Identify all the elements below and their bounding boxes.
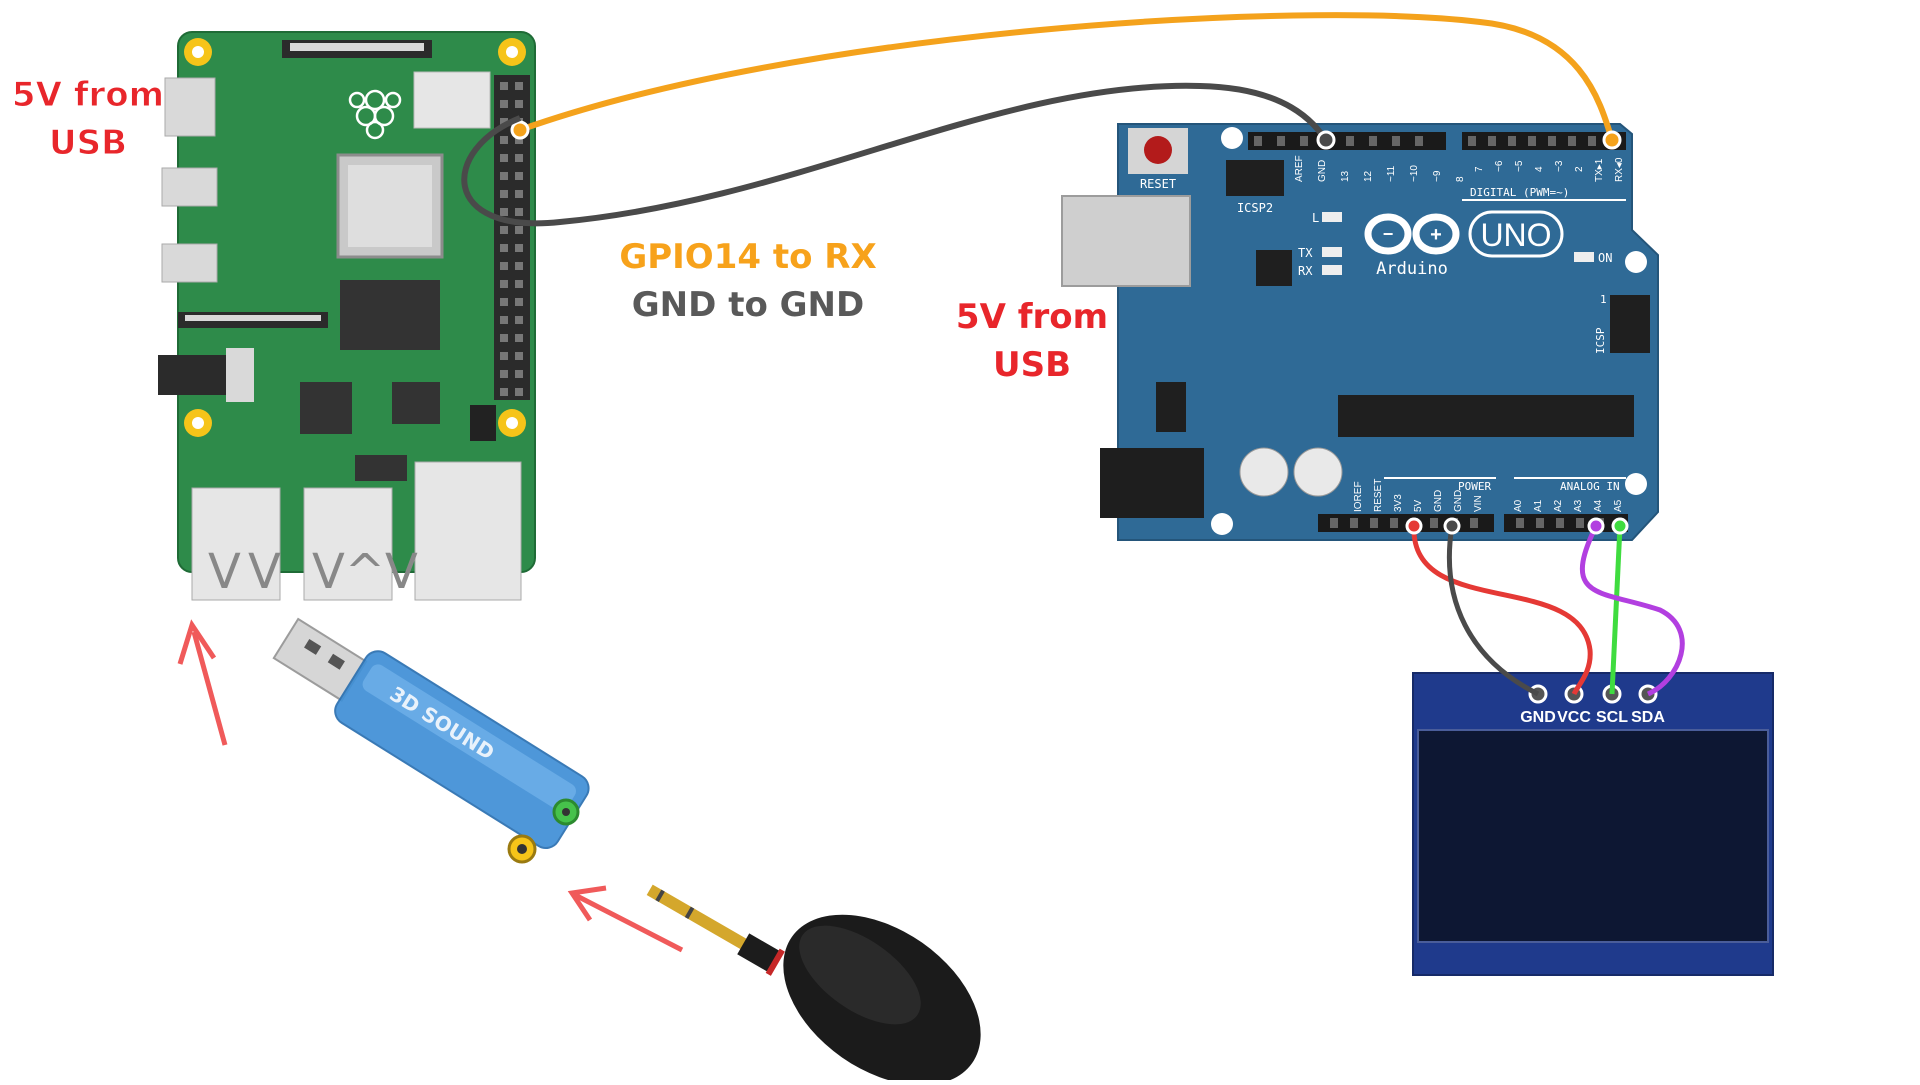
arduino-logo-icon xyxy=(1364,213,1460,255)
pin-label-reset: RESET xyxy=(1373,479,1384,512)
arrow-into-raspberry-pi-icon xyxy=(177,619,228,746)
wire-gnd-to-oled-gnd xyxy=(1443,517,1540,697)
uart-connection-label: GPIO14 to RX GND to GND xyxy=(619,237,876,325)
arduino-uno-board: RESET ICSP2 AREF GND 13 12 ~11 ~10 ~9 8 … xyxy=(1061,123,1659,541)
pin-label-11: ~11 xyxy=(1386,165,1397,182)
icsp-pin1-label: 1 xyxy=(1600,293,1607,306)
uno-logo-text: UNO xyxy=(1480,217,1551,253)
arduino-power-label-line2: USB xyxy=(993,345,1071,385)
rpi-power-label: 5V from USB xyxy=(11,75,164,164)
pin-label-a0: A0 xyxy=(1513,499,1524,512)
raspberry-pi-board: V V V^V xyxy=(158,31,536,601)
oled-pin-sda: SDA xyxy=(1631,709,1665,726)
power-header-label: POWER xyxy=(1458,480,1491,493)
pin-label-vin: VIN xyxy=(1473,495,1484,512)
pin-label-a1: A1 xyxy=(1533,499,1544,512)
microphone xyxy=(646,884,981,1085)
svg-text:V: V xyxy=(248,544,281,600)
led-rx-label: RX xyxy=(1298,264,1313,278)
wire-gpio14-to-rx xyxy=(510,12,1622,150)
pin-label-rx0: RX◂0 xyxy=(1614,157,1625,182)
pin-label-gnd-2: GND xyxy=(1453,490,1464,512)
oled-display-module: GND VCC SCL SDA xyxy=(1412,672,1774,976)
pin-label-2: 2 xyxy=(1574,166,1585,172)
pin-label-tx1: TX▸1 xyxy=(1594,158,1605,182)
oled-pin-scl: SCL xyxy=(1596,709,1628,726)
pin-label-4: 4 xyxy=(1534,166,1545,172)
analog-header-label: ANALOG IN xyxy=(1560,480,1620,493)
led-on-label: ON xyxy=(1598,251,1612,265)
led-l-label: L xyxy=(1312,211,1319,225)
icsp2-label: ICSP2 xyxy=(1237,201,1273,215)
pin-label-7: 7 xyxy=(1474,166,1485,172)
wire-gnd-to-gnd xyxy=(461,82,1336,227)
oled-pin-gnd: GND xyxy=(1520,709,1556,726)
uart-label-line1: GPIO14 to RX xyxy=(619,237,876,277)
pin-label-gnd-1: GND xyxy=(1433,490,1444,512)
led-tx-label: TX xyxy=(1298,246,1313,260)
arduino-power-label-line1: 5V from xyxy=(956,297,1108,337)
pin-label-a3: A3 xyxy=(1573,499,1584,512)
pin-label-a5: A5 xyxy=(1613,499,1624,512)
pin-label-13: 13 xyxy=(1340,170,1351,182)
svg-text:−: − xyxy=(1383,224,1394,244)
pin-label-aref: AREF xyxy=(1294,155,1305,182)
wire-a4-to-sda xyxy=(1579,517,1685,697)
svg-text:+: + xyxy=(1430,224,1442,246)
usb-sound-card: 3D SOUND xyxy=(272,617,590,864)
pin-label-9: ~9 xyxy=(1432,170,1443,182)
icsp-label: ICSP xyxy=(1594,327,1607,354)
pin-label-5v: 5V xyxy=(1413,499,1424,512)
arduino-power-label: 5V from USB xyxy=(956,297,1108,385)
pin-label-ioref: IOREF xyxy=(1353,481,1364,512)
wire-a5-to-scl xyxy=(1609,517,1629,695)
rpi-power-label-line2: USB xyxy=(49,123,127,163)
oled-pin-vcc: VCC xyxy=(1557,709,1591,726)
rpi-power-label-line1: 5V from xyxy=(12,75,164,115)
svg-text:V: V xyxy=(208,544,241,600)
pin-label-3: ~3 xyxy=(1554,160,1565,172)
pin-label-8: 8 xyxy=(1455,176,1466,182)
raspberry-logo-icon xyxy=(348,89,402,140)
pin-label-12: 12 xyxy=(1363,170,1374,182)
wire-5v-to-vcc xyxy=(1405,517,1593,696)
svg-text:V^V: V^V xyxy=(312,544,418,600)
reset-button-label: RESET xyxy=(1140,177,1176,191)
digital-header-label: DIGITAL (PWM=~) xyxy=(1470,186,1569,199)
arrow-into-sound-card-icon xyxy=(567,885,684,953)
uart-label-line2: GND to GND xyxy=(632,285,864,325)
pin-label-3v3: 3V3 xyxy=(1393,494,1404,512)
pin-label-a4: A4 xyxy=(1593,499,1604,512)
arduino-brand-text: Arduino xyxy=(1376,259,1448,279)
pin-label-10: ~10 xyxy=(1409,165,1420,182)
pin-label-6: ~6 xyxy=(1494,160,1505,172)
pin-label-a2: A2 xyxy=(1553,499,1564,512)
pin-label-5: ~5 xyxy=(1514,160,1525,172)
pin-label-gnd-digital: GND xyxy=(1317,160,1328,182)
